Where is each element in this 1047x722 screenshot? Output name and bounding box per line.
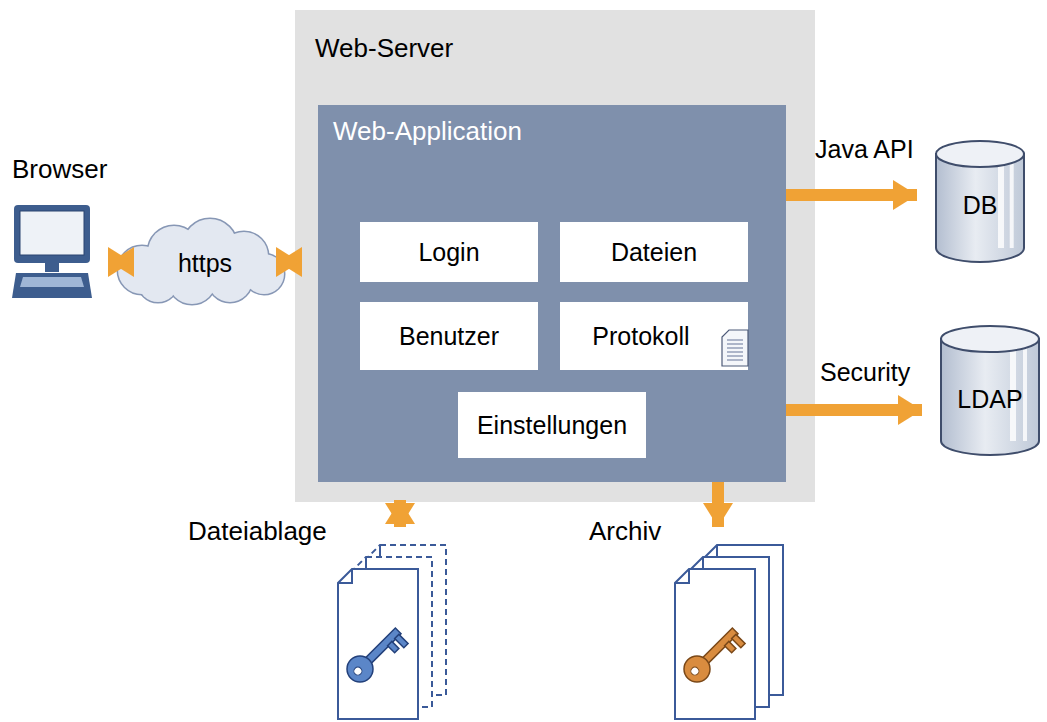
key-tooth	[388, 641, 399, 652]
document-page	[366, 545, 446, 695]
node-label: Login	[418, 238, 479, 267]
module-box: Benutzer	[360, 302, 538, 370]
log-line	[727, 359, 743, 360]
node-label: Dateien	[611, 238, 697, 267]
cloud-fill	[244, 254, 284, 294]
key-bow	[342, 651, 379, 688]
cloud-outline	[138, 262, 178, 302]
log-line	[727, 347, 743, 348]
page-fold	[338, 569, 352, 583]
flow-arrow	[786, 189, 917, 201]
key-shaft	[700, 628, 738, 666]
page-fold	[689, 557, 703, 571]
node-label: Einstellungen	[477, 411, 627, 440]
page-fold	[366, 545, 380, 559]
module-box: Einstellungen	[458, 392, 646, 458]
page-fold	[352, 557, 366, 571]
flow-arrow	[278, 256, 300, 268]
cylinder-body	[936, 154, 1024, 262]
node-label: Protokoll	[592, 322, 689, 351]
node-heading: Dateiablage	[188, 517, 327, 547]
cylinder-stripe	[1023, 343, 1027, 441]
cylinder-top	[936, 141, 1024, 167]
cylinder-top	[941, 326, 1039, 352]
key-bow	[679, 651, 716, 688]
keyboard-keys	[20, 277, 84, 287]
monitor-frame	[14, 205, 90, 263]
browser-client: Browser	[12, 205, 92, 300]
module-box: Login	[360, 222, 538, 282]
cloud-fill	[138, 262, 178, 302]
node-heading: Browser	[12, 155, 107, 185]
node-heading: Web-Application	[333, 117, 522, 147]
document-page	[675, 569, 755, 719]
module-box: Dateien	[560, 222, 748, 282]
key-shaft	[363, 628, 401, 666]
server-frame: Login DateienBenutzer ProtokollEinstellung…	[295, 10, 815, 502]
flow-arrow	[110, 256, 132, 268]
database-cylinder: DB	[935, 140, 1025, 262]
monitor-screen	[20, 211, 84, 255]
cloud-outline	[244, 254, 284, 294]
document-page	[703, 545, 783, 695]
key-icon	[679, 622, 747, 690]
log-line	[727, 355, 743, 356]
key-hole	[689, 665, 700, 676]
key-tooth	[395, 634, 408, 647]
cylinder-stripe	[1010, 158, 1014, 248]
flow-arrow	[712, 482, 724, 527]
document-stack	[675, 545, 785, 722]
node-label: https	[178, 249, 232, 278]
document-stack	[338, 545, 458, 722]
node-heading: Archiv	[589, 517, 661, 547]
cloud-fill	[118, 246, 166, 294]
cloud-outline	[118, 246, 166, 294]
log-document-icon	[722, 330, 748, 366]
key-tooth	[732, 634, 745, 647]
edge-label-holder: Java API	[815, 135, 914, 164]
edge-label-holder: Security	[820, 358, 910, 387]
node-heading: Web-Server	[315, 34, 453, 64]
document-page	[338, 569, 418, 719]
keyboard	[12, 273, 92, 298]
file-store: Dateiablage	[338, 545, 458, 722]
node-label: LDAP	[957, 385, 1022, 414]
log-line	[727, 343, 743, 344]
key-hole	[352, 665, 363, 676]
edge-label: Java API	[815, 135, 914, 164]
monitor-icon	[12, 205, 92, 300]
edge-label: Security	[820, 358, 910, 387]
cylinder-stripe	[998, 158, 1004, 248]
directory-cylinder: LDAP	[940, 325, 1040, 455]
log-page	[722, 330, 748, 366]
archive-store: Archiv	[675, 545, 785, 722]
page-fold	[675, 569, 689, 583]
application-frame: Login DateienBenutzer ProtokollEinstellung…	[318, 105, 786, 482]
module-box: Protokoll	[560, 302, 748, 370]
document-page	[352, 557, 432, 707]
page-fold	[703, 545, 717, 559]
monitor-stand	[45, 263, 59, 272]
node-label: DB	[963, 191, 998, 220]
key-tooth	[725, 641, 736, 652]
document-page	[689, 557, 769, 707]
key-icon	[342, 622, 410, 690]
log-line	[727, 339, 743, 340]
node-label: Benutzer	[399, 322, 499, 351]
log-line	[727, 351, 743, 352]
flow-arrow	[394, 500, 406, 527]
network-cloud: https	[150, 228, 260, 298]
flow-arrow	[786, 404, 922, 416]
cylinder-body	[941, 339, 1039, 455]
